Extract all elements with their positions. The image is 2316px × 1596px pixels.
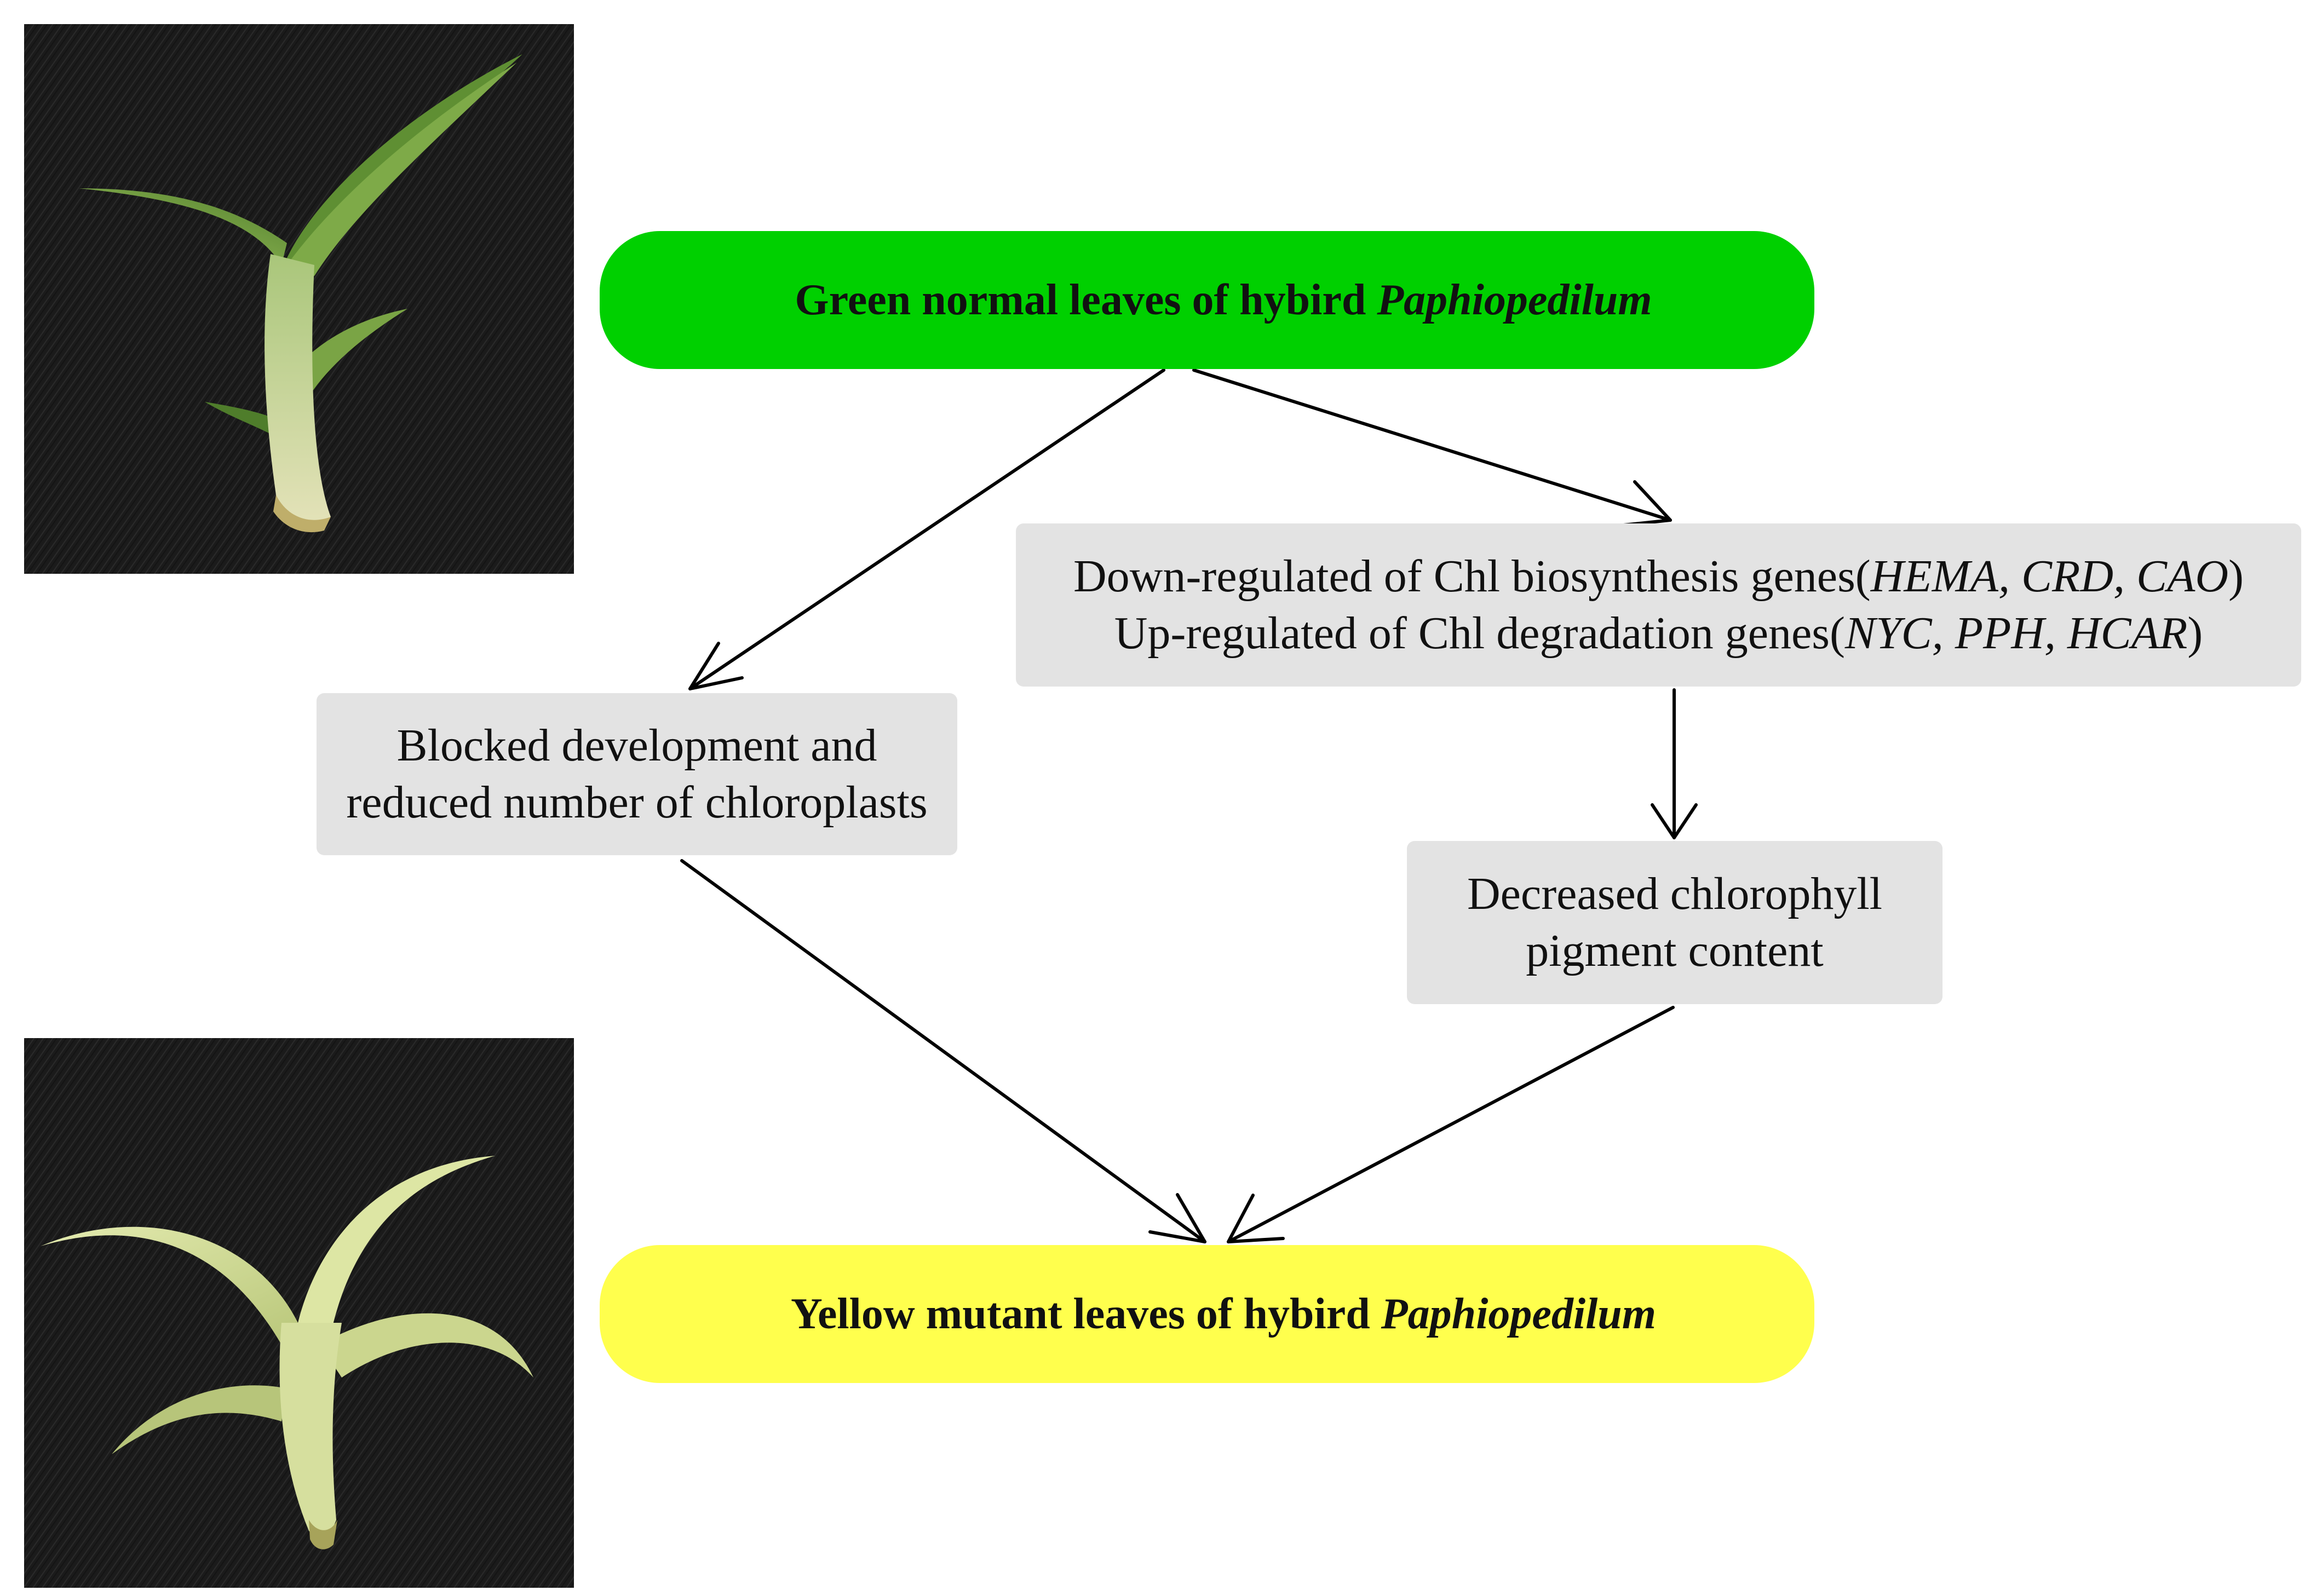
chloroplast-node-line-1: Blocked development and: [396, 720, 877, 771]
arrow-genes-to-chlorophyll: [1651, 688, 1698, 839]
yellow-node-label: Yellow mutant leaves of hybird Paphioped…: [790, 1289, 1657, 1338]
arrow-top-to-genes: [1192, 368, 1672, 527]
yellow-seedling-image: [24, 1038, 574, 1588]
arrow-chlorophyll-to-bottom: [1227, 1006, 1675, 1243]
green-node-label: Green normal leaves of hybird Paphiopedi…: [795, 275, 1652, 324]
gene-regulation-node: Down-regulated of Chl biosynthesis genes…: [1016, 523, 2301, 687]
green-seedling-photo: [24, 24, 574, 574]
gene-node-line-2: Up-regulated of Chl degradation genes(NY…: [1114, 608, 2203, 659]
chlorophyll-node-line-1: Decreased chlorophyll: [1467, 868, 1882, 919]
chlorophyll-node-line-2: pigment content: [1526, 925, 1824, 976]
chlorophyll-node: Decreased chlorophyll pigment content: [1407, 841, 1943, 1004]
green-seedling-image: [24, 24, 574, 574]
gene-node-line-1: Down-regulated of Chl biosynthesis genes…: [1073, 551, 2244, 602]
yellow-mutant-leaves-node: Yellow mutant leaves of hybird Paphioped…: [600, 1245, 1814, 1383]
arrow-chloroplast-to-bottom: [680, 859, 1206, 1243]
green-normal-leaves-node: Green normal leaves of hybird Paphiopedi…: [600, 231, 1814, 369]
chloroplast-node: Blocked development and reduced number o…: [317, 693, 957, 855]
arrow-top-to-chloroplast: [688, 368, 1165, 690]
chloroplast-node-line-2: reduced number of chloroplasts: [346, 777, 928, 828]
yellow-seedling-photo: [24, 1038, 574, 1588]
